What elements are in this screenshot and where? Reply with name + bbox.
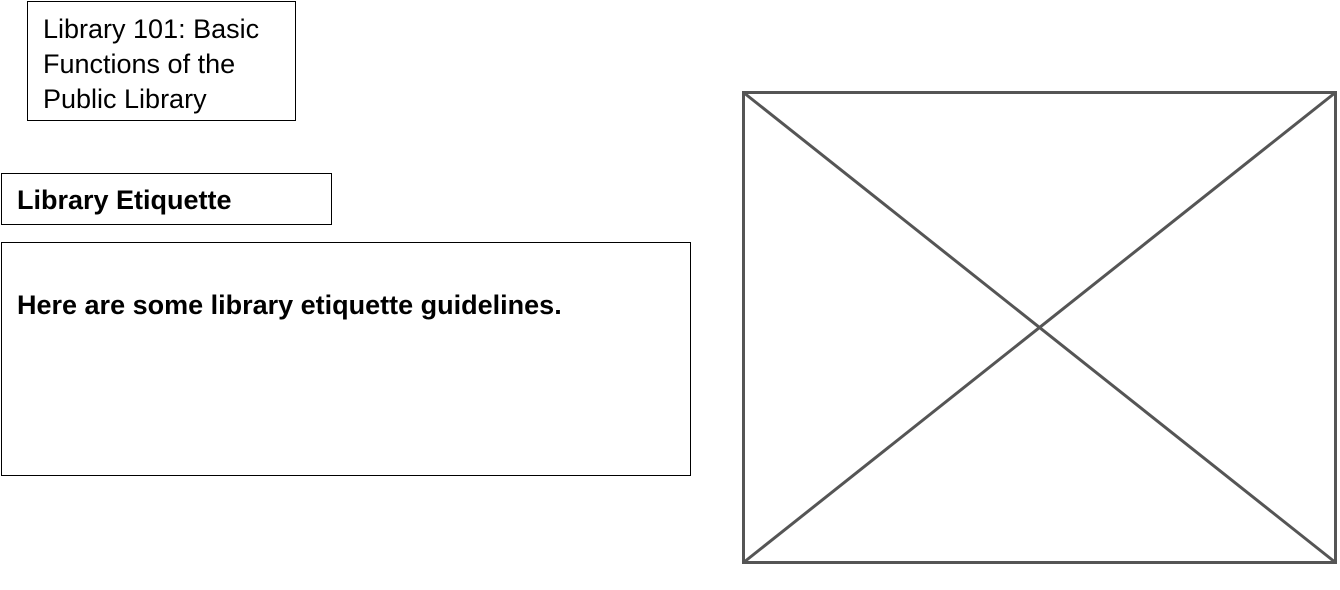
- image-placeholder-icon: [742, 91, 1337, 564]
- image-placeholder-diagonal-2: [742, 91, 1337, 564]
- section-heading: Library Etiquette: [17, 185, 232, 215]
- course-title-box: Library 101: Basic Functions of the Publ…: [27, 1, 296, 121]
- content-box: Here are some library etiquette guidelin…: [1, 242, 691, 476]
- content-text: Here are some library etiquette guidelin…: [17, 290, 562, 320]
- section-heading-box: Library Etiquette: [1, 173, 332, 225]
- course-title: Library 101: Basic Functions of the Publ…: [43, 14, 260, 114]
